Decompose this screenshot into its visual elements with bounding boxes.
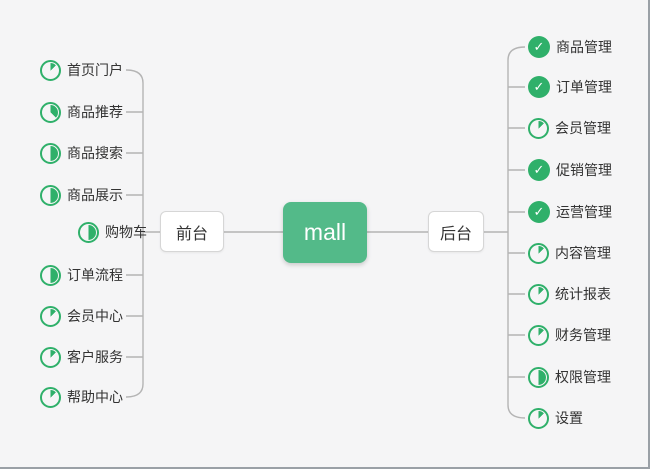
front-topic-home-portal[interactable]: 首页门户: [40, 58, 123, 82]
topic-label: 权限管理: [555, 369, 611, 385]
branch-node-front-label: 前台: [175, 225, 208, 243]
progress-pie-icon[interactable]: [40, 386, 61, 408]
branch-node-back[interactable]: 后台: [428, 211, 484, 252]
front-topic-product-recommend[interactable]: 商品推荐: [40, 100, 123, 124]
front-topic-help-center[interactable]: 帮助中心: [40, 385, 123, 409]
topic-label: 会员中心: [67, 308, 123, 324]
topic-label: 订单流程: [67, 267, 123, 283]
progress-pie-icon[interactable]: [40, 264, 61, 286]
progress-pie-icon[interactable]: [40, 142, 61, 164]
progress-pie-icon[interactable]: [40, 305, 61, 327]
task-done-icon[interactable]: ✓: [528, 76, 550, 98]
progress-pie-icon[interactable]: [40, 184, 61, 206]
task-done-icon[interactable]: ✓: [528, 159, 550, 181]
topic-label: 商品搜索: [67, 145, 123, 161]
progress-pie-icon[interactable]: [40, 101, 61, 123]
progress-pie-icon[interactable]: [528, 324, 549, 346]
front-topic-product-search[interactable]: 商品搜索: [40, 141, 123, 165]
progress-pie-icon[interactable]: [528, 283, 549, 305]
front-branch-spine: [125, 69, 144, 398]
topic-label: 设置: [555, 410, 583, 426]
progress-pie-icon[interactable]: [528, 407, 549, 429]
topic-label: 购物车: [105, 224, 147, 240]
topic-label: 运营管理: [556, 204, 612, 220]
back-branch-ticks: [508, 86, 525, 378]
back-topic-promotion-mgmt[interactable]: ✓ 促销管理: [528, 158, 612, 182]
topic-label: 内容管理: [555, 245, 611, 261]
back-topic-member-mgmt[interactable]: 会员管理: [528, 116, 611, 140]
progress-pie-icon[interactable]: [528, 366, 549, 388]
back-topic-content-mgmt[interactable]: 内容管理: [528, 241, 611, 265]
progress-pie-icon[interactable]: [78, 221, 99, 243]
back-topic-settings[interactable]: 设置: [528, 406, 583, 430]
topic-label: 商品展示: [67, 187, 123, 203]
back-topic-operation-mgmt[interactable]: ✓ 运营管理: [528, 200, 612, 224]
back-branch-spine: [507, 46, 526, 419]
root-topic-mall[interactable]: mall: [283, 202, 367, 263]
topic-label: 会员管理: [555, 120, 611, 136]
front-topic-order-flow[interactable]: 订单流程: [40, 263, 123, 287]
back-topic-product-mgmt[interactable]: ✓ 商品管理: [528, 35, 612, 59]
task-done-icon[interactable]: ✓: [528, 201, 550, 223]
front-topic-member-center[interactable]: 会员中心: [40, 304, 123, 328]
topic-label: 财务管理: [555, 327, 611, 343]
topic-label: 订单管理: [556, 79, 612, 95]
topic-label: 首页门户: [67, 62, 123, 78]
front-topic-shopping-cart[interactable]: 购物车: [78, 220, 147, 244]
progress-pie-icon[interactable]: [40, 59, 61, 81]
front-topic-customer-service[interactable]: 客户服务: [40, 345, 123, 369]
progress-pie-icon[interactable]: [40, 346, 61, 368]
progress-pie-icon[interactable]: [528, 242, 549, 264]
topic-label: 帮助中心: [67, 389, 123, 405]
task-done-icon[interactable]: ✓: [528, 36, 550, 58]
progress-pie-icon[interactable]: [528, 117, 549, 139]
front-branch-ticks: [126, 111, 143, 358]
back-topic-statistics-report[interactable]: 统计报表: [528, 282, 611, 306]
topic-label: 促销管理: [556, 162, 612, 178]
topic-label: 商品管理: [556, 39, 612, 55]
branch-node-front[interactable]: 前台: [160, 211, 224, 252]
root-topic-label: mall: [303, 219, 347, 245]
topic-label: 统计报表: [555, 286, 611, 302]
back-topic-finance-mgmt[interactable]: 财务管理: [528, 323, 611, 347]
back-topic-order-mgmt[interactable]: ✓ 订单管理: [528, 75, 612, 99]
front-topic-product-display[interactable]: 商品展示: [40, 183, 123, 207]
branch-node-back-label: 后台: [439, 225, 472, 243]
topic-label: 客户服务: [67, 349, 123, 365]
topic-label: 商品推荐: [67, 104, 123, 120]
back-topic-permission-mgmt[interactable]: 权限管理: [528, 365, 611, 389]
